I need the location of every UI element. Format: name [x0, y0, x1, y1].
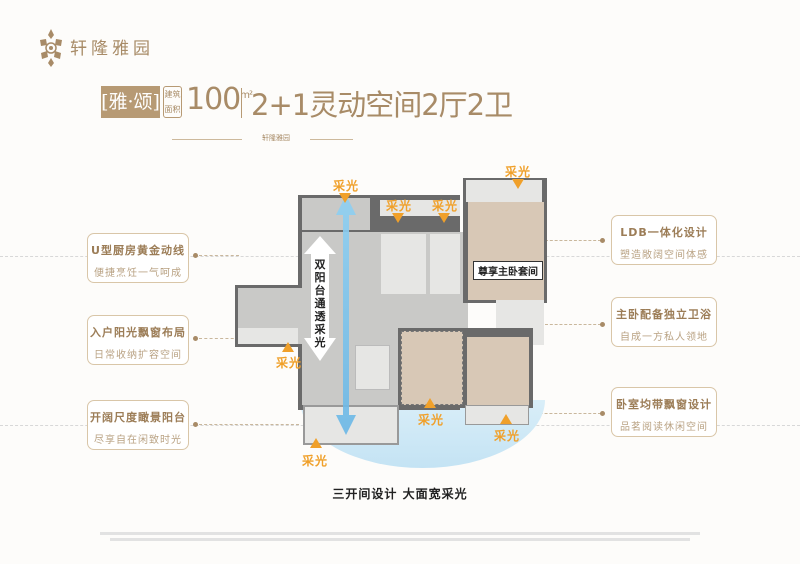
feature-title: 卧室均带飘窗设计	[616, 398, 712, 411]
second-bedroom	[467, 337, 529, 405]
connector-dot	[600, 238, 605, 243]
light-down-icon	[339, 193, 351, 203]
connector-line	[199, 424, 299, 425]
feature-subtitle: 尽享自在闲致时光	[94, 435, 182, 446]
bedroom-bay-window	[465, 405, 529, 425]
feature-card-entrance: 入户阳光飘窗布局日常收纳扩容空间	[87, 315, 189, 365]
feature-card-bay-window: 卧室均带飘窗设计品茗阅读休闲空间	[611, 387, 717, 437]
area-number: 100	[186, 82, 241, 117]
light-label: 采光	[494, 429, 521, 443]
connector-dot	[193, 253, 198, 258]
connector-line	[199, 255, 239, 256]
master-bay-window	[466, 180, 542, 202]
light-label: 采光	[418, 413, 445, 427]
light-up-icon	[282, 342, 294, 352]
connector-dot	[193, 422, 198, 427]
light-label: 采光	[505, 165, 532, 179]
feature-title: LDB一体化设计	[620, 226, 708, 239]
brand-name: 轩隆雅园	[70, 39, 154, 59]
light-down-icon	[438, 213, 450, 223]
area-value: 100m²	[186, 82, 253, 117]
light-label: 采光	[432, 199, 459, 213]
sub-logo: 轩隆雅园	[262, 134, 290, 142]
feature-subtitle: 自成一方私人领地	[620, 332, 708, 343]
feature-subtitle: 日常收纳扩容空间	[94, 350, 182, 361]
window-bay	[380, 200, 460, 216]
flex-room	[401, 331, 463, 405]
feature-subtitle: 塑造敞阔空间体感	[620, 250, 708, 261]
connector-line	[199, 338, 239, 339]
feature-subtitle: 品茗阅读休闲空间	[620, 422, 708, 433]
master-bedroom	[468, 202, 544, 300]
connector-line	[545, 324, 601, 325]
series-tag: [雅·颂]	[101, 86, 160, 118]
feature-card-balcony: 开阔尺度瞰景阳台尽享自在闲致时光	[87, 400, 189, 450]
light-label: 采光	[386, 199, 413, 213]
feature-subtitle: 便捷烹饪一气呵成	[94, 268, 182, 279]
light-label: 采光	[276, 356, 303, 370]
ornament-line-left	[172, 139, 242, 140]
feature-title: U型厨房黄金动线	[91, 244, 185, 257]
bathroom	[430, 234, 460, 294]
connector-line	[545, 240, 601, 241]
connector-dot	[193, 336, 198, 341]
kitchen-balcony	[302, 198, 370, 230]
light-down-icon	[392, 213, 404, 223]
disclaimer-line	[100, 532, 700, 535]
light-up-icon	[310, 438, 322, 448]
entrance-bay-window	[238, 328, 298, 344]
light-label: 采光	[302, 454, 329, 468]
title-divider	[241, 88, 242, 118]
living-balcony	[303, 405, 399, 445]
light-arrow-icon	[336, 195, 356, 435]
feature-title: 开阔尺度瞰景阳台	[90, 411, 186, 424]
brand-logo-icon	[40, 29, 62, 67]
plan-caption: 三开间设计 大面宽采光	[332, 487, 468, 501]
feature-card-master-bath: 主卧配备独立卫浴自成一方私人领地	[611, 297, 717, 347]
connector-line	[530, 413, 601, 414]
through-light-label: 双阳台通透采光	[314, 258, 326, 349]
sofa	[355, 345, 390, 390]
feature-card-ldb: LDB一体化设计塑造敞阔空间体感	[611, 215, 717, 265]
connector-dot	[600, 411, 605, 416]
layout-title: 2+1灵动空间2厅2卫	[251, 88, 513, 122]
through-light-arrow-icon	[304, 236, 336, 361]
light-label: 采光	[333, 179, 360, 193]
ornament-line-right	[310, 139, 353, 140]
feature-title: 主卧配备独立卫浴	[616, 308, 712, 321]
area-label: 建筑面积	[163, 86, 182, 118]
feature-card-kitchen: U型厨房黄金动线便捷烹饪一气呵成	[87, 233, 189, 283]
light-up-icon	[424, 398, 436, 408]
master-suite-label: 尊享主卧套间	[473, 261, 543, 280]
kitchen	[381, 234, 426, 294]
light-down-icon	[512, 179, 524, 189]
connector-dot	[600, 322, 605, 327]
disclaimer-line	[110, 538, 690, 541]
area-unit: m²	[240, 90, 253, 101]
light-up-icon	[500, 414, 512, 424]
feature-title: 入户阳光飘窗布局	[90, 326, 186, 339]
